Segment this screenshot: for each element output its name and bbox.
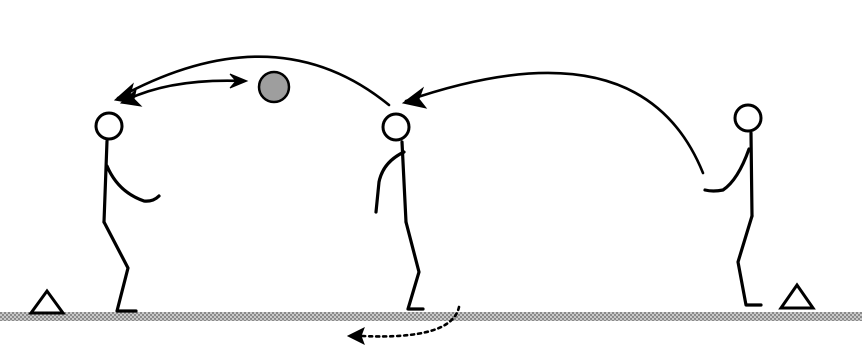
middle-player-legs: [406, 222, 423, 309]
middle-player-arm: [376, 152, 404, 212]
right-to-middle-arrowhead: [403, 88, 426, 108]
ground-line: [0, 312, 862, 321]
right-player-body: [751, 133, 752, 216]
right-player-head: [735, 105, 761, 131]
left-player-legs: [104, 222, 136, 311]
right-cone: [781, 285, 813, 308]
middle-to-left-pass: [115, 57, 389, 105]
left-player-head: [96, 113, 122, 139]
right-to-middle-pass: [403, 73, 703, 173]
right-player: [705, 105, 761, 305]
left-cone: [31, 291, 63, 313]
left-middle-exchange: [121, 74, 247, 106]
middle-player: [376, 114, 423, 309]
right-player-legs: [738, 216, 761, 305]
ball: [259, 72, 289, 102]
left-player-arm: [107, 166, 159, 201]
left-player: [96, 113, 159, 311]
right-player-arm: [705, 149, 749, 191]
left-player-body: [104, 141, 107, 222]
middle-player-head: [383, 114, 409, 140]
